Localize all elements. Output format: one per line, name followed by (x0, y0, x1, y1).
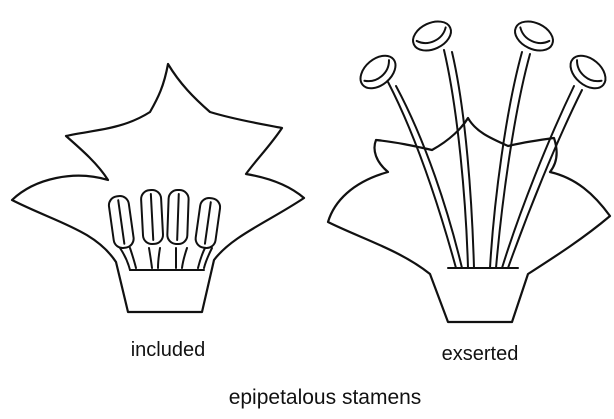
label-exserted: exserted (442, 343, 519, 365)
flower-exserted (328, 16, 612, 322)
anther-2 (141, 190, 164, 245)
label-included: included (131, 339, 206, 361)
anthers-exserted (354, 16, 611, 95)
flower-included (12, 64, 304, 312)
figure-caption: epipetalous stamens (229, 386, 422, 409)
anther-3 (167, 190, 189, 245)
anther-exserted-4 (564, 49, 611, 95)
corolla-exserted (328, 118, 610, 322)
anther-exserted-3 (510, 16, 557, 56)
anther-exserted-1 (354, 49, 401, 95)
anther-exserted-2 (408, 16, 455, 56)
corolla-included (12, 64, 304, 312)
